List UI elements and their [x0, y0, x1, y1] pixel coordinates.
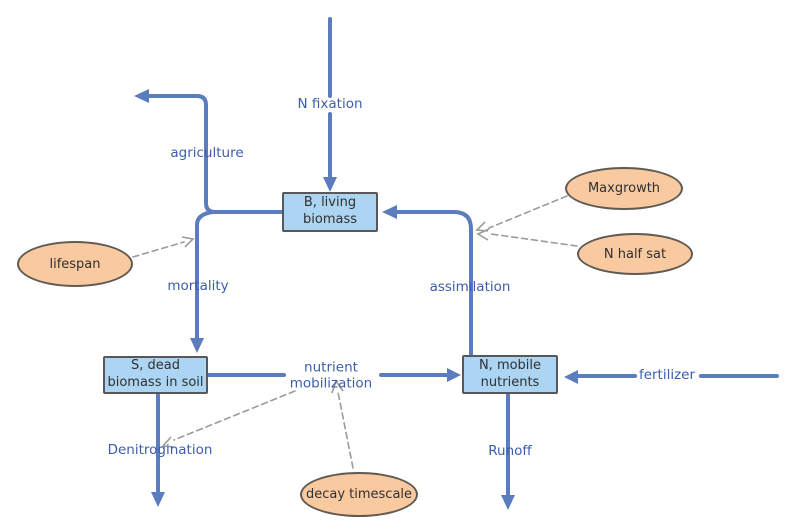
- arrowhead-mortality-icon: [190, 338, 204, 353]
- influence-lifespan-arrowhead-icon: [181, 236, 195, 248]
- influence-lifespan-line: [132, 241, 185, 258]
- flow-label-fertilizer: fertilizer: [638, 367, 696, 384]
- flow-label-agriculture: agriculture: [170, 145, 244, 162]
- flow-assimilation-line: [395, 210, 473, 358]
- param-maxgrowth[interactable]: Maxgrowth: [565, 167, 683, 210]
- flow-label-mobilization: nutrient mobilization: [289, 359, 373, 391]
- flow-label-assimilation: assimilation: [429, 279, 511, 296]
- arrowhead-denitrogination-icon: [151, 492, 165, 507]
- influence-decay-mobilization-line: [337, 391, 354, 469]
- flow-mortality-line: [195, 210, 215, 341]
- influence-n-half-sat-line: [490, 233, 578, 247]
- arrowhead-mobilization-icon: [447, 368, 461, 382]
- arrowhead-runoff-icon: [501, 495, 515, 510]
- stock-mobile-nutrients[interactable]: N, mobile nutrients: [462, 355, 558, 394]
- param-lifespan[interactable]: lifespan: [17, 241, 133, 287]
- influence-decay-mobilization-arrowhead-icon: [331, 379, 344, 394]
- stock-dead-biomass[interactable]: S, dead biomass in soil: [103, 356, 208, 394]
- param-n-half-sat[interactable]: N half sat: [577, 233, 693, 275]
- param-decay-timescale[interactable]: decay timescale: [300, 472, 418, 517]
- arrowhead-assimilation-icon: [382, 205, 397, 219]
- flow-label-mortality: mortality: [167, 278, 229, 295]
- influence-denitrogination-line: [173, 390, 296, 441]
- flow-label-runoff: Runoff: [488, 443, 532, 460]
- stock-living-biomass[interactable]: B, living biomass: [282, 192, 378, 232]
- influence-denitrogination-arrowhead-icon: [161, 436, 175, 448]
- arrowhead-n-fixation-icon: [323, 177, 337, 192]
- influence-n-half-sat-arrowhead-icon: [476, 228, 490, 241]
- influence-maxgrowth-line: [488, 195, 568, 229]
- flow-label-n-fixation: N fixation: [297, 96, 363, 113]
- flow-label-denitrogination: Denitrogination: [107, 442, 213, 459]
- arrowhead-fertilizer-icon: [564, 370, 578, 384]
- arrowhead-agriculture-icon: [134, 89, 149, 103]
